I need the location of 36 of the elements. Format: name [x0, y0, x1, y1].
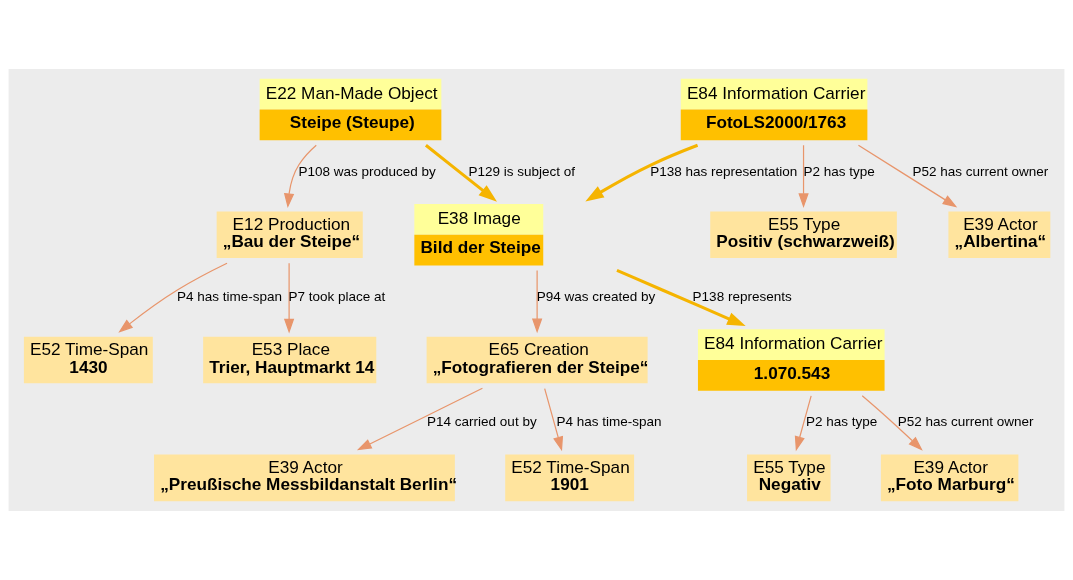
arrow	[283, 144, 317, 209]
node-box: E12 Production „Bau der Steipe“	[216, 211, 363, 259]
node-box: E55 Type Positiv (schwarzweiß)	[710, 211, 897, 259]
arrow	[585, 143, 699, 202]
node-box: E52 Time-Span 1901	[505, 454, 635, 502]
edge-label: P2 has type	[803, 163, 875, 179]
node-box: E53 Place Trier, Hauptmarkt 14	[203, 336, 377, 384]
arrow	[544, 387, 564, 452]
edge-label: P4 has time-span	[556, 414, 662, 430]
edge-label: P52 has current owner	[912, 163, 1049, 179]
arrow	[616, 269, 746, 327]
edge-label: P94 was created by	[536, 288, 656, 304]
arrow	[531, 269, 543, 334]
edge-label: P138 has representation	[650, 163, 798, 179]
arrow	[356, 387, 484, 451]
node-box: E39 Actor „Foto Marburg“	[880, 454, 1019, 502]
arrow	[283, 262, 295, 334]
edge-label: P52 has current owner	[897, 414, 1034, 430]
edge-label: P4 has time-span	[177, 288, 283, 304]
arrow	[424, 144, 498, 202]
node-box: E55 Type Negativ	[747, 454, 831, 502]
arrow	[118, 262, 228, 333]
arrow	[794, 395, 812, 452]
edge-label: P138 represents	[692, 288, 792, 304]
node-box: E39 Actor „Albertina“	[948, 211, 1051, 259]
edge-label: P129 is subject of	[468, 163, 576, 179]
arrow	[861, 395, 923, 451]
edge-label: P2 has type	[805, 414, 878, 430]
node-box: E39 Actor „Preußische Messbildanstalt Berlin“	[154, 454, 455, 502]
node-box: E65 Creation „Fotografieren der Steipe“	[426, 336, 648, 384]
edge-label: P7 took place at	[288, 288, 386, 304]
arrow	[798, 144, 809, 209]
node-box: E52 Time-Span 1430	[23, 336, 153, 384]
arrow	[857, 144, 958, 208]
edge-label: P108 was produced by	[298, 163, 436, 179]
edge-label: P14 carried out by	[427, 414, 537, 430]
